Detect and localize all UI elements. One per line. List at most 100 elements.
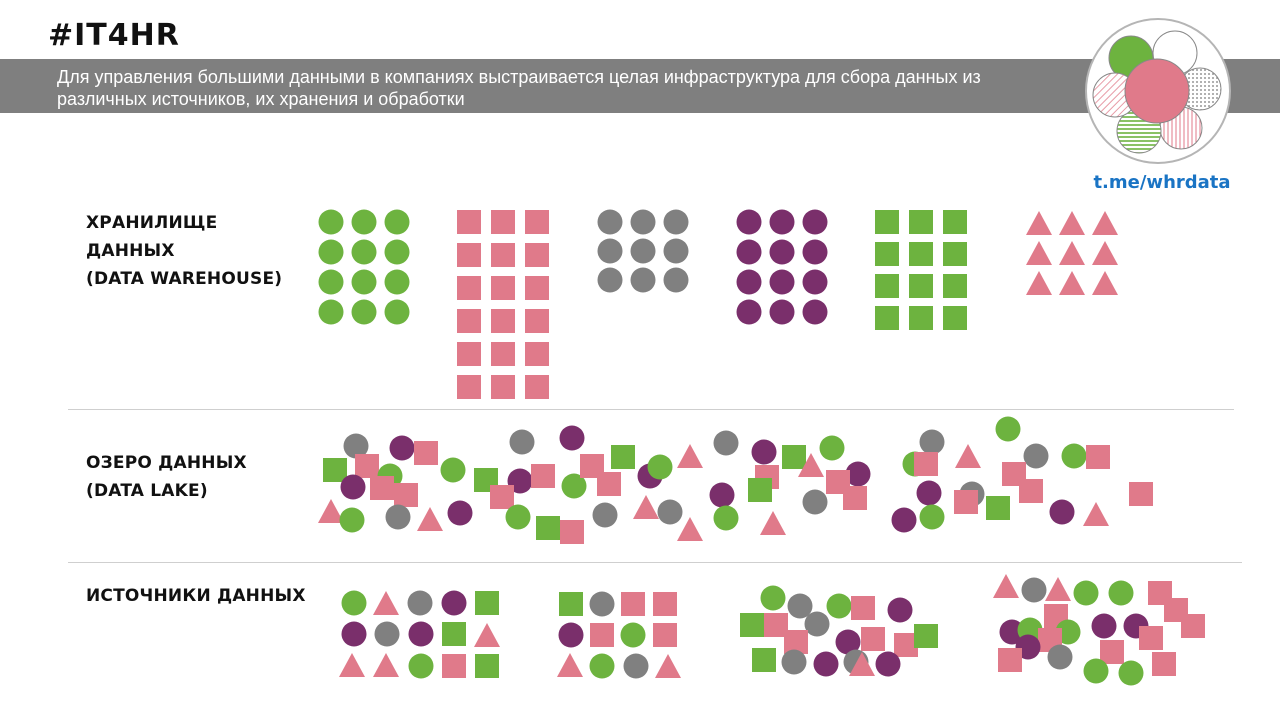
gray-circle-shape (589, 591, 615, 617)
green-square-shape (442, 622, 466, 646)
divider-warehouse-lake (68, 409, 1234, 410)
pink-square-shape (525, 276, 549, 300)
purple-circle-shape (408, 621, 434, 647)
pink-square-shape (525, 309, 549, 333)
pink-triangle-shape (1059, 241, 1085, 265)
green-circle-shape (561, 473, 587, 499)
green-square-shape (475, 654, 499, 678)
telegram-link[interactable]: t.me/whrdata (1093, 172, 1231, 193)
pink-triangle-shape (677, 517, 703, 541)
green-square-shape (752, 648, 776, 672)
gray-circle-shape (657, 499, 683, 525)
pink-square-shape (491, 309, 515, 333)
pink-square-shape (843, 486, 867, 510)
pink-square-shape (1086, 445, 1110, 469)
purple-circle-shape (709, 482, 735, 508)
gray-circle-shape (787, 593, 813, 619)
pink-triangle-shape (798, 453, 824, 477)
pink-square-shape (414, 441, 438, 465)
pink-triangle-shape (1026, 271, 1052, 295)
green-square-shape (748, 478, 772, 502)
pink-triangle-shape (373, 653, 399, 677)
green-square-shape (914, 624, 938, 648)
green-circle-shape (1118, 660, 1144, 686)
pink-square-shape (1139, 626, 1163, 650)
green-circle-shape (589, 653, 615, 679)
gray-circle-shape (1021, 577, 1047, 603)
gray-circle-shape (663, 267, 689, 293)
pink-triangle-shape (1092, 241, 1118, 265)
pink-square-shape (525, 342, 549, 366)
pink-square-shape (457, 210, 481, 234)
row-label-data-warehouse: ХРАНИЛИЩЕ ДАННЫХ (DATA WAREHOUSE) (86, 213, 283, 289)
description-banner (0, 59, 1280, 113)
pink-triangle-shape (849, 652, 875, 676)
gray-circle-shape (919, 429, 945, 455)
pink-triangle-shape (655, 654, 681, 678)
green-square-shape (909, 306, 933, 330)
row-label-data-sources: ИСТОЧНИКИ ДАННЫХ (86, 586, 306, 606)
gray-circle-shape (597, 209, 623, 235)
gray-circle-shape (663, 209, 689, 235)
purple-circle-shape (559, 425, 585, 451)
hashtag-title: #IT4HR (48, 18, 180, 53)
purple-circle-shape (736, 299, 762, 325)
purple-circle-shape (769, 239, 795, 265)
purple-circle-shape (340, 474, 366, 500)
pink-square-shape (370, 476, 394, 500)
green-circle-shape (351, 209, 377, 235)
pink-square-shape (457, 375, 481, 399)
pink-triangle-shape (557, 653, 583, 677)
pink-square-shape (1152, 652, 1176, 676)
pink-triangle-shape (993, 574, 1019, 598)
pink-square-shape (531, 464, 555, 488)
pink-triangle-shape (1026, 241, 1052, 265)
pink-triangle-shape (1059, 271, 1085, 295)
purple-circle-shape (802, 239, 828, 265)
green-circle-shape (384, 239, 410, 265)
logo-icon (1085, 18, 1231, 164)
gray-circle-shape (623, 653, 649, 679)
green-circle-shape (318, 239, 344, 265)
pink-triangle-shape (1059, 211, 1085, 235)
pink-square-shape (1181, 614, 1205, 638)
pink-square-shape (457, 243, 481, 267)
green-circle-shape (919, 504, 945, 530)
green-square-shape (559, 592, 583, 616)
green-circle-shape (1061, 443, 1087, 469)
purple-circle-shape (441, 590, 467, 616)
green-circle-shape (1108, 580, 1134, 606)
green-square-shape (943, 274, 967, 298)
green-circle-shape (384, 299, 410, 325)
purple-circle-shape (736, 209, 762, 235)
pink-square-shape (457, 342, 481, 366)
purple-circle-shape (736, 239, 762, 265)
green-circle-shape (620, 622, 646, 648)
pink-square-shape (954, 490, 978, 514)
pink-triangle-shape (955, 444, 981, 468)
green-circle-shape (440, 457, 466, 483)
gray-circle-shape (802, 489, 828, 515)
pink-triangle-shape (318, 499, 344, 523)
gray-circle-shape (385, 504, 411, 530)
pink-triangle-shape (677, 444, 703, 468)
pink-square-shape (560, 520, 584, 544)
pink-square-shape (491, 210, 515, 234)
purple-circle-shape (1049, 499, 1075, 525)
green-circle-shape (505, 504, 531, 530)
pink-triangle-shape (1045, 577, 1071, 601)
pink-square-shape (1019, 479, 1043, 503)
gray-circle-shape (597, 267, 623, 293)
pink-square-shape (1129, 482, 1153, 506)
purple-circle-shape (916, 480, 942, 506)
purple-circle-shape (1091, 613, 1117, 639)
pink-triangle-shape (633, 495, 659, 519)
description-text: Для управления большими данными в компан… (57, 67, 981, 109)
gray-circle-shape (713, 430, 739, 456)
green-circle-shape (341, 590, 367, 616)
pink-square-shape (491, 243, 515, 267)
green-circle-shape (647, 454, 673, 480)
gray-circle-shape (509, 429, 535, 455)
pink-square-shape (442, 654, 466, 678)
purple-circle-shape (769, 209, 795, 235)
